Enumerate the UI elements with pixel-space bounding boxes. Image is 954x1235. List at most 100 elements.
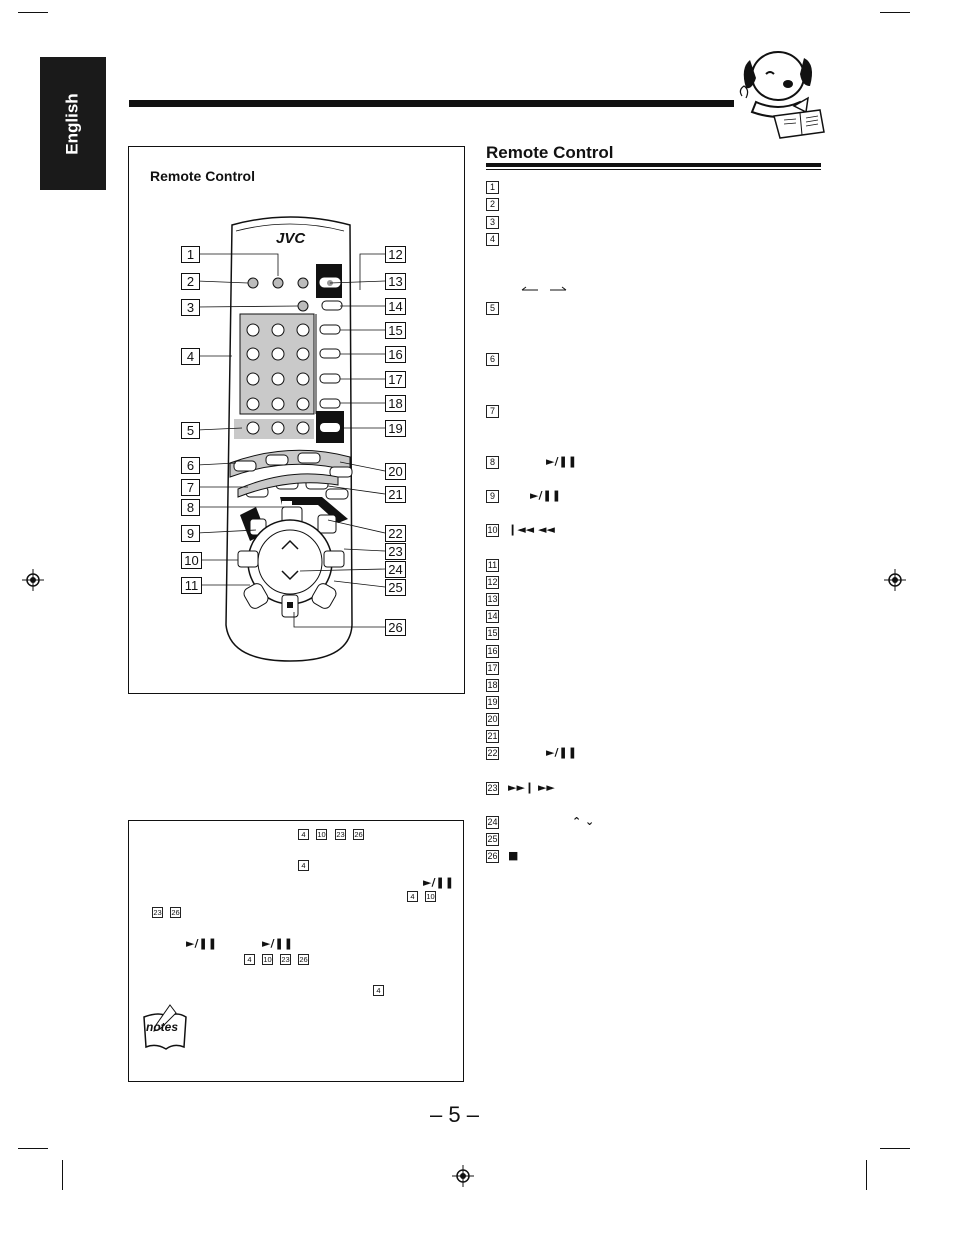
callout-21: 21 bbox=[385, 486, 406, 503]
callout-10: 10 bbox=[181, 552, 202, 569]
registration-mark-icon bbox=[884, 569, 906, 591]
play-pause-icon: ►/❚❚ bbox=[546, 455, 577, 468]
list-index: 5 bbox=[486, 302, 499, 315]
callout-9: 9 bbox=[181, 525, 200, 542]
ref-index: 23 bbox=[280, 954, 291, 965]
callout-13: 13 bbox=[385, 273, 406, 290]
callout-5: 5 bbox=[181, 422, 200, 439]
list-index: 23 bbox=[486, 782, 499, 795]
registration-mark-icon bbox=[452, 1165, 474, 1187]
callout-11: 11 bbox=[181, 577, 202, 594]
ref-index: 26 bbox=[170, 907, 181, 918]
ref-index: 26 bbox=[353, 829, 364, 840]
ref-index: 4 bbox=[298, 829, 309, 840]
callout-22: 22 bbox=[385, 525, 406, 542]
crop-mark bbox=[866, 1160, 867, 1190]
list-index: 1 bbox=[486, 181, 499, 194]
callout-26: 26 bbox=[385, 619, 406, 636]
ref-index: 10 bbox=[262, 954, 273, 965]
callout-18: 18 bbox=[385, 395, 406, 412]
callout-1: 1 bbox=[181, 246, 200, 263]
ref-index: 23 bbox=[335, 829, 346, 840]
language-tab: English bbox=[40, 57, 106, 190]
ref-index: 23 bbox=[152, 907, 163, 918]
language-label: English bbox=[63, 92, 82, 155]
callout-4: 4 bbox=[181, 348, 200, 365]
callout-17: 17 bbox=[385, 371, 406, 388]
up-down-icon: ⌃ ⌄ bbox=[572, 815, 595, 828]
list-index: 11 bbox=[486, 559, 499, 572]
callout-14: 14 bbox=[385, 298, 406, 315]
list-index: 14 bbox=[486, 610, 499, 623]
list-index: 19 bbox=[486, 696, 499, 709]
page-number: – 5 – bbox=[430, 1102, 479, 1127]
callout-3: 3 bbox=[181, 299, 200, 316]
callout-15: 15 bbox=[385, 322, 406, 339]
play-pause-icon: ►/❚❚ bbox=[546, 746, 577, 759]
play-pause-icon: ►/❚❚ bbox=[530, 489, 561, 502]
arrow-icon bbox=[521, 286, 567, 291]
list-index: 4 bbox=[486, 233, 499, 246]
callout-25: 25 bbox=[385, 579, 406, 596]
list-index: 25 bbox=[486, 833, 499, 846]
heading-rule-thin bbox=[486, 169, 821, 170]
list-index: 7 bbox=[486, 405, 499, 418]
list-index: 20 bbox=[486, 713, 499, 726]
ref-index: 4 bbox=[244, 954, 255, 965]
list-index: 17 bbox=[486, 662, 499, 675]
callout-16: 16 bbox=[385, 346, 406, 363]
callout-19: 19 bbox=[385, 420, 406, 437]
header-rule bbox=[129, 100, 734, 107]
ref-index: 10 bbox=[316, 829, 327, 840]
remote-brand-logo: JVC bbox=[276, 230, 306, 247]
notes-label: notes bbox=[146, 1020, 179, 1034]
list-index: 16 bbox=[486, 645, 499, 658]
list-index: 9 bbox=[486, 490, 499, 503]
skip-forward-icon: ►►❙ ►► bbox=[508, 781, 555, 794]
callout-12: 12 bbox=[385, 246, 406, 263]
ref-index: 26 bbox=[298, 954, 309, 965]
panel-heading: Remote Control bbox=[150, 168, 255, 184]
dog-reading-icon bbox=[739, 51, 825, 139]
registration-mark-icon bbox=[22, 569, 44, 591]
list-index: 18 bbox=[486, 679, 499, 692]
heading-rule bbox=[486, 163, 821, 167]
callout-7: 7 bbox=[181, 479, 200, 496]
list-index: 21 bbox=[486, 730, 499, 743]
list-index: 13 bbox=[486, 593, 499, 606]
notes-icon bbox=[143, 1004, 187, 1050]
list-index: 3 bbox=[486, 216, 499, 229]
ref-index: 4 bbox=[298, 860, 309, 871]
crop-mark bbox=[18, 1148, 48, 1149]
remote-control-illustration bbox=[225, 216, 353, 662]
callout-8: 8 bbox=[181, 499, 200, 516]
callout-6: 6 bbox=[181, 457, 200, 474]
ref-index: 4 bbox=[407, 891, 418, 902]
list-index: 2 bbox=[486, 198, 499, 211]
ref-index: 4 bbox=[373, 985, 384, 996]
ref-index: 10 bbox=[425, 891, 436, 902]
skip-back-icon: ❙◄◄ ◄◄ bbox=[508, 523, 555, 536]
callout-23: 23 bbox=[385, 543, 406, 560]
crop-mark bbox=[18, 12, 48, 13]
list-index: 24 bbox=[486, 816, 499, 829]
list-index: 8 bbox=[486, 456, 499, 469]
list-index: 10 bbox=[486, 524, 499, 537]
list-index: 26 bbox=[486, 850, 499, 863]
crop-mark bbox=[880, 12, 910, 13]
list-index: 22 bbox=[486, 747, 499, 760]
callout-leader-lines bbox=[196, 253, 386, 628]
play-pause-icon: ►/❚❚ bbox=[423, 876, 454, 889]
play-pause-icon: ►/❚❚ bbox=[262, 937, 293, 950]
callout-24: 24 bbox=[385, 561, 406, 578]
list-index: 12 bbox=[486, 576, 499, 589]
list-index: 15 bbox=[486, 627, 499, 640]
crop-mark bbox=[880, 1148, 910, 1149]
callout-20: 20 bbox=[385, 463, 406, 480]
crop-mark bbox=[62, 1160, 63, 1190]
play-pause-icon: ►/❚❚ bbox=[186, 937, 217, 950]
list-index: 6 bbox=[486, 353, 499, 366]
section-heading: Remote Control bbox=[486, 143, 614, 162]
callout-2: 2 bbox=[181, 273, 200, 290]
stop-icon: ■ bbox=[508, 849, 519, 862]
